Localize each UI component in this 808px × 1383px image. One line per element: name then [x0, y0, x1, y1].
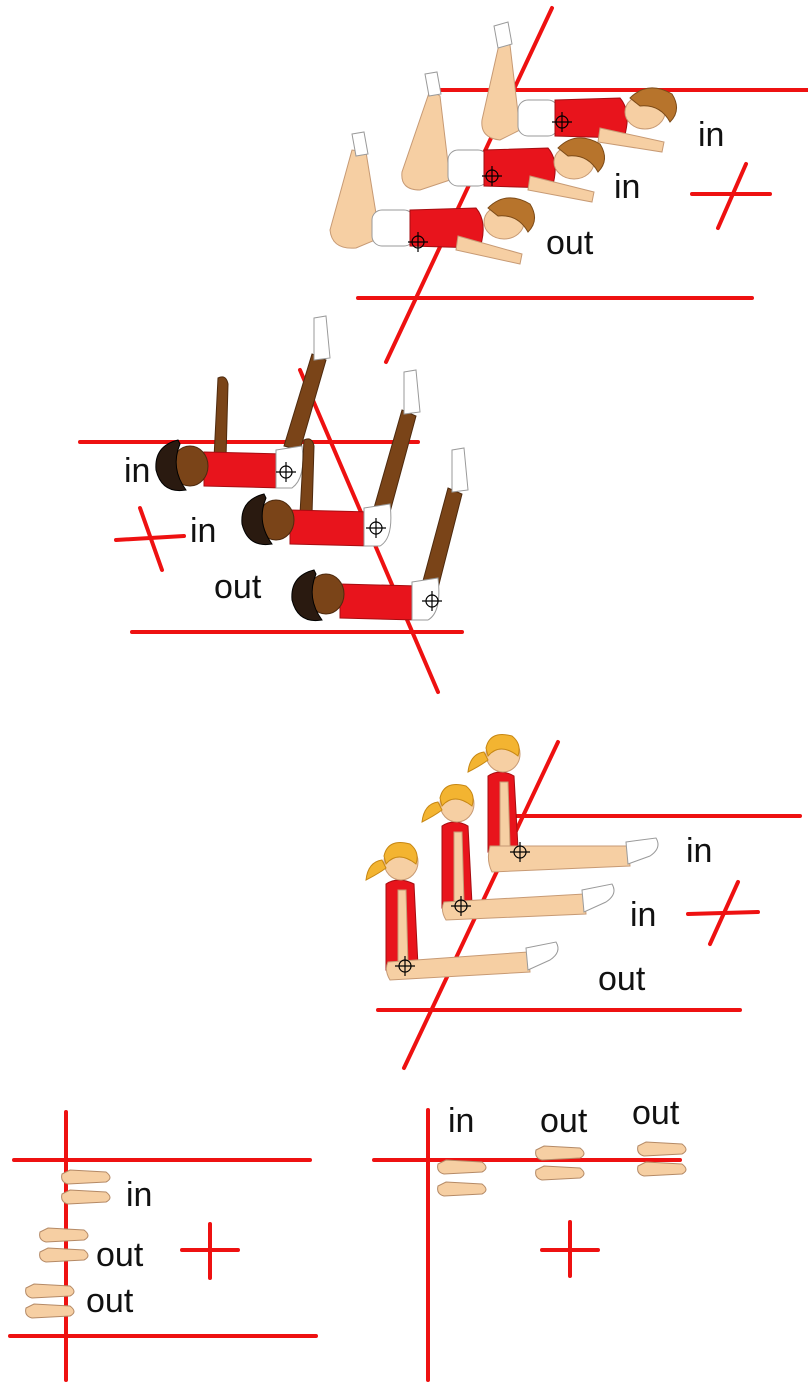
position-label: in: [124, 452, 150, 490]
balance-point-marker: [276, 462, 296, 482]
crossed-out-mark: [114, 506, 186, 572]
position-label: out: [632, 1094, 680, 1132]
balance-point-marker: [451, 896, 471, 916]
crossed-out-mark: [686, 880, 760, 946]
position-label: in: [698, 116, 724, 154]
feet-pair: [437, 1159, 487, 1197]
position-label: in: [190, 512, 216, 550]
gymnast-figure: [421, 784, 615, 921]
feet-pair: [61, 1169, 111, 1205]
gymnast-figure: [291, 447, 469, 622]
crossed-out-mark: [690, 162, 772, 230]
position-label: out: [546, 224, 594, 262]
gymnast-figure: [329, 131, 535, 265]
feet-pair: [535, 1145, 585, 1181]
gymnast-figure: [401, 71, 605, 203]
position-label: out: [214, 568, 262, 606]
panel-feet-vertical-line: in out out: [8, 1110, 318, 1382]
position-label: out: [540, 1102, 588, 1140]
feet-pair: [637, 1141, 687, 1177]
balance-point-marker: [482, 166, 502, 186]
panel-feet-horizontal-line: in out out: [372, 1094, 687, 1382]
panel-supine-legs-raised: in in out: [78, 315, 469, 694]
feet-pair: [25, 1283, 75, 1319]
position-label: in: [686, 832, 712, 870]
balance-point-marker: [552, 112, 572, 132]
gymnast-figure: [241, 369, 421, 547]
gymnast-figure: [467, 734, 659, 873]
position-label: in: [614, 168, 640, 206]
balance-point-marker: [422, 591, 442, 611]
position-label: out: [86, 1282, 134, 1320]
balance-point-marker: [395, 956, 415, 976]
position-label: out: [598, 960, 646, 998]
feet-pair: [39, 1227, 89, 1263]
balance-point-marker: [408, 232, 428, 252]
panel-prone-bent-knees: in in out: [329, 6, 808, 364]
gymnast-figure: [481, 21, 677, 153]
cross-mark: [540, 1220, 600, 1278]
position-label: in: [448, 1102, 474, 1140]
gymnast-figure: [365, 842, 559, 981]
balance-point-marker: [366, 518, 386, 538]
panel-sitting-legs-straight: in in out: [365, 734, 802, 1070]
position-label: in: [126, 1176, 152, 1214]
balance-point-marker: [510, 842, 530, 862]
cross-mark: [180, 1222, 240, 1280]
position-label: out: [96, 1236, 144, 1274]
position-label: in: [630, 896, 656, 934]
